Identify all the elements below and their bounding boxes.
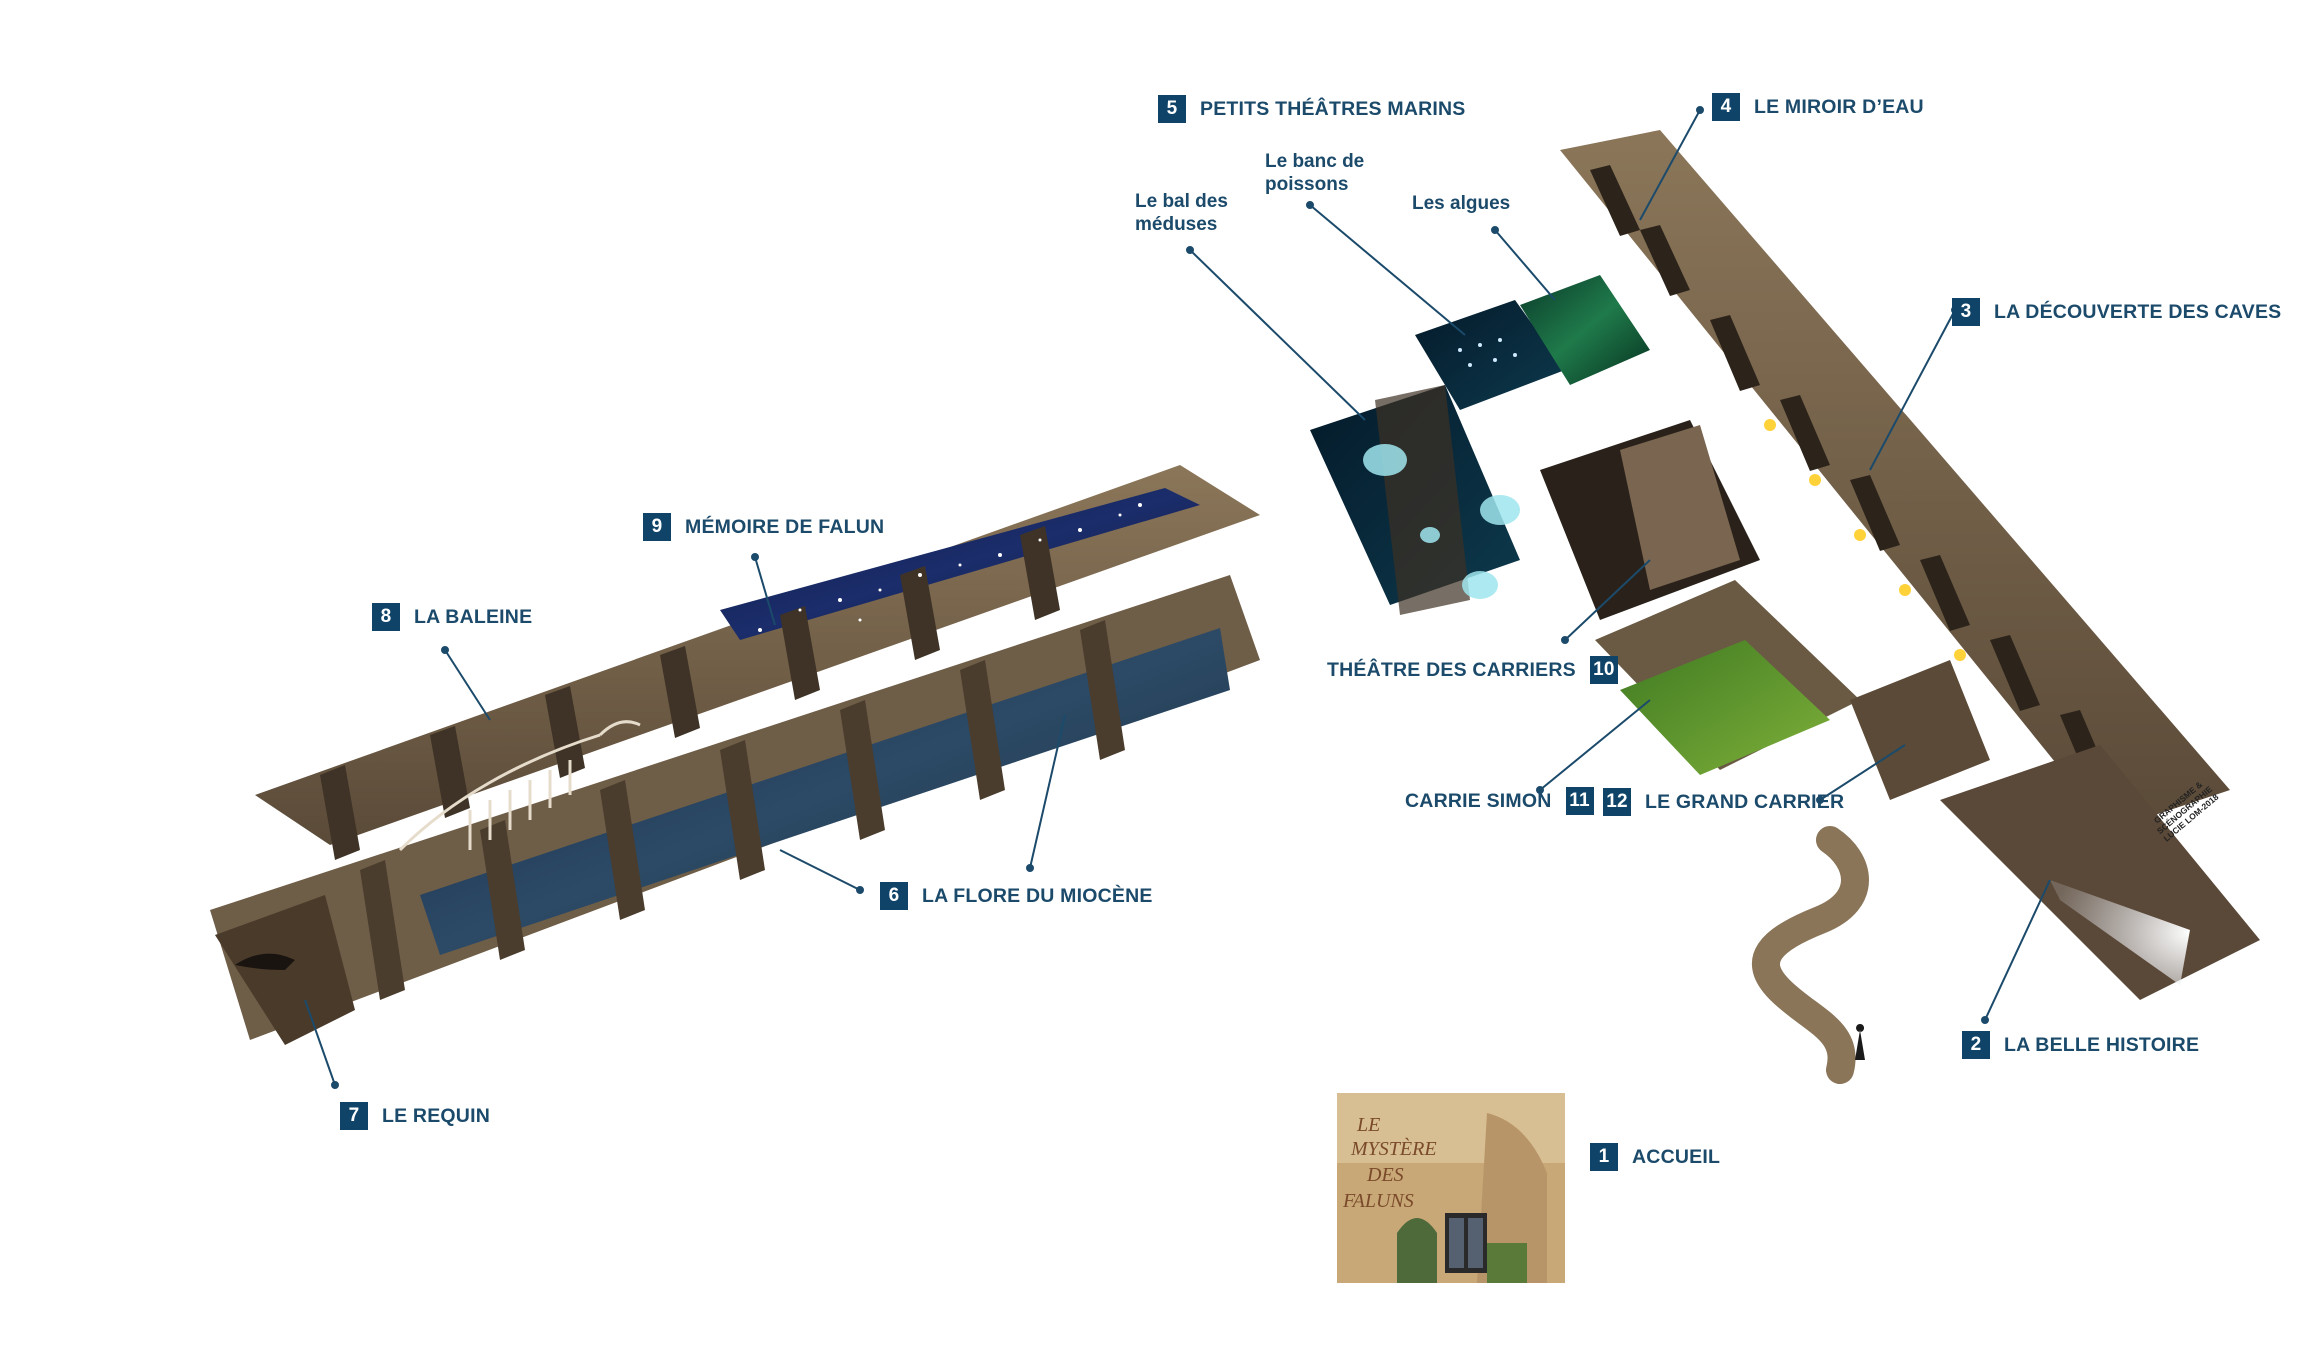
station-7-label: 7 LE REQUIN xyxy=(340,1102,490,1130)
ne-corridor-pillars xyxy=(1590,165,2110,786)
station-3-number: 3 xyxy=(1952,298,1980,326)
station-12-name: LE GRAND CARRIER xyxy=(1645,790,1845,813)
jellyfish xyxy=(1363,444,1520,599)
caves-lights xyxy=(1764,419,1966,661)
visitor-silhouette xyxy=(1855,1024,1865,1060)
station-2-number: 2 xyxy=(1962,1031,1990,1059)
carrie-simon-garden xyxy=(1620,640,1830,775)
station-8-number: 8 xyxy=(372,603,400,631)
leader-lines xyxy=(304,106,2051,1089)
station-5-name: PETITS THÉÂTRES MARINS xyxy=(1200,97,1466,120)
winding-path xyxy=(1751,826,1869,1084)
accueil-photo: LE MYSTÈRE DES FALUNS xyxy=(1337,1093,1565,1283)
station-9-number: 9 xyxy=(643,513,671,541)
station-3-label: 3 LA DÉCOUVERTE DES CAVES xyxy=(1952,298,2281,326)
station-11-name: CARRIE SIMON xyxy=(1405,789,1552,812)
whale-skeleton xyxy=(398,720,641,852)
projector-beam xyxy=(2050,880,2190,985)
station-8-name: LA BALEINE xyxy=(414,605,533,628)
station-1-number: 1 xyxy=(1590,1143,1618,1171)
meduses-wall xyxy=(1375,385,1470,615)
sign-line-1: LE xyxy=(1356,1114,1380,1136)
station-5-label: 5 PETITS THÉÂTRES MARINS xyxy=(1158,95,1466,123)
poissons-room xyxy=(1415,300,1565,410)
upper-wall-pillars xyxy=(320,526,1060,860)
station-11-label: CARRIE SIMON 11 xyxy=(1405,787,1594,815)
station-10-number: 10 xyxy=(1589,656,1618,684)
station-7-name: LE REQUIN xyxy=(382,1104,490,1127)
station-12-label: 12 LE GRAND CARRIER xyxy=(1603,788,1844,816)
station-5-number: 5 xyxy=(1158,95,1186,123)
sub-label-algues-line1: Les algues xyxy=(1412,193,1511,214)
station-9-label: 9 MÉMOIRE DE FALUN xyxy=(643,513,884,541)
station-2-name: LA BELLE HISTOIRE xyxy=(2004,1033,2200,1056)
station-6-name: LA FLORE DU MIOCÈNE xyxy=(922,884,1153,907)
algues-room xyxy=(1520,275,1650,385)
carriers-wall xyxy=(1620,425,1740,590)
station-6-number: 6 xyxy=(880,882,908,910)
station-8-label: 8 LA BALEINE xyxy=(372,603,532,631)
sub-label-meduses-line1: Le bal des xyxy=(1135,191,1228,212)
sub-label-meduses-line2: méduses xyxy=(1135,214,1218,235)
lower-wall-pillars xyxy=(360,620,1125,1000)
station-10-name: THÉÂTRE DES CARRIERS xyxy=(1327,658,1576,681)
station-3-name: LA DÉCOUVERTE DES CAVES xyxy=(1994,300,2282,323)
sub-label-meduses: Le bal des méduses xyxy=(1135,190,1228,236)
sub-label-poissons: Le banc de poissons xyxy=(1265,150,1364,196)
sign-line-4: FALUNS xyxy=(1342,1190,1414,1212)
station-7-number: 7 xyxy=(340,1102,368,1130)
station-4-name: LE MIROIR D’EAU xyxy=(1754,95,1924,118)
station-1-name: ACCUEIL xyxy=(1632,1145,1721,1168)
memoire-stars xyxy=(758,503,1142,632)
sub-label-algues: Les algues xyxy=(1412,192,1510,215)
fish-school xyxy=(1458,338,1517,367)
station-11-number: 11 xyxy=(1565,787,1594,815)
grand-carrier-room xyxy=(1850,660,1990,800)
shark-silhouette xyxy=(235,953,295,970)
station-4-label: 4 LE MIROIR D’EAU xyxy=(1712,93,1924,121)
sub-label-poissons-line1: Le banc de xyxy=(1265,151,1365,172)
station-1-label: 1 ACCUEIL xyxy=(1590,1143,1720,1171)
sub-label-poissons-line2: poissons xyxy=(1265,174,1349,195)
north-east-corridor xyxy=(1560,130,2230,830)
station-6-label: 6 LA FLORE DU MIOCÈNE xyxy=(880,882,1153,910)
station-9-name: MÉMOIRE DE FALUN xyxy=(685,515,885,538)
sign-line-3: DES xyxy=(1366,1164,1404,1186)
sign-line-2: MYSTÈRE xyxy=(1350,1137,1437,1160)
station-4-number: 4 xyxy=(1712,93,1740,121)
station-12-number: 12 xyxy=(1603,788,1631,816)
station-10-label: THÉÂTRE DES CARRIERS 10 xyxy=(1327,656,1618,684)
station-2-label: 2 LA BELLE HISTOIRE xyxy=(1962,1031,2199,1059)
